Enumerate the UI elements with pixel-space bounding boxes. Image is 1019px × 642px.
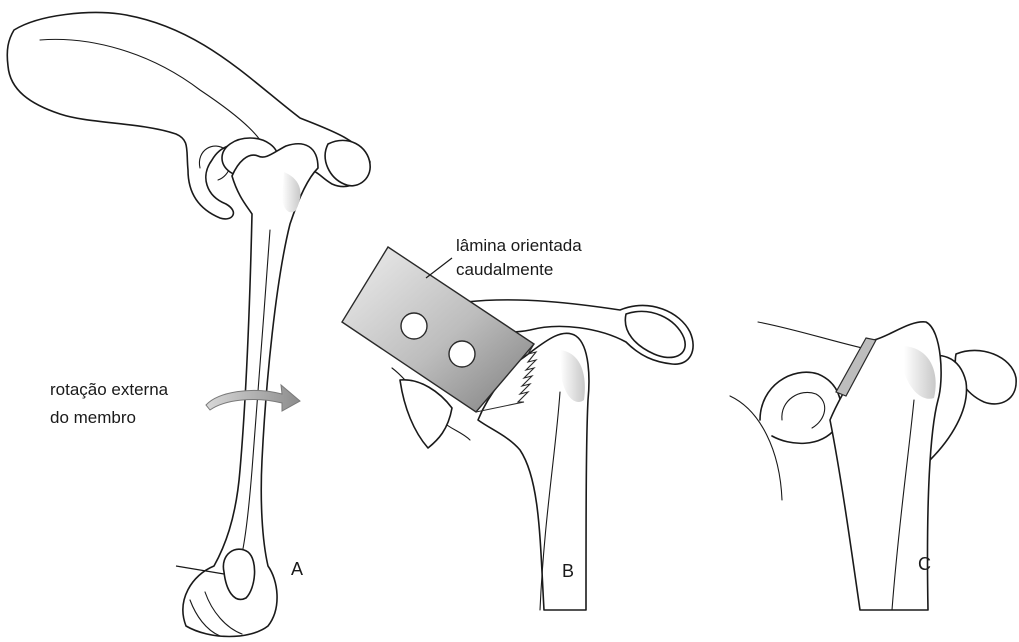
blade-label-line1: lâmina orientada xyxy=(456,236,582,255)
rotation-label-line1: rotação externa xyxy=(50,380,169,399)
panel-b-figure xyxy=(342,247,693,610)
panel-c-figure xyxy=(730,322,1016,610)
panel-label-c: C xyxy=(918,554,931,574)
pelvis-a xyxy=(7,13,370,219)
panel-a-figure xyxy=(7,13,370,637)
blade-label-line2: caudalmente xyxy=(456,260,553,279)
panel-label-a: A xyxy=(291,559,303,579)
rotation-label-line2: do membro xyxy=(50,408,136,427)
panel-label-b: B xyxy=(562,561,574,581)
acetabulum-c xyxy=(760,372,841,443)
blade-hole-2 xyxy=(449,341,475,367)
blade-hole-1 xyxy=(401,313,427,339)
blade-pointer xyxy=(426,258,452,278)
rotation-label: rotação externa do membro xyxy=(50,380,173,427)
blade-label: lâmina orientada caudalmente xyxy=(456,236,586,279)
